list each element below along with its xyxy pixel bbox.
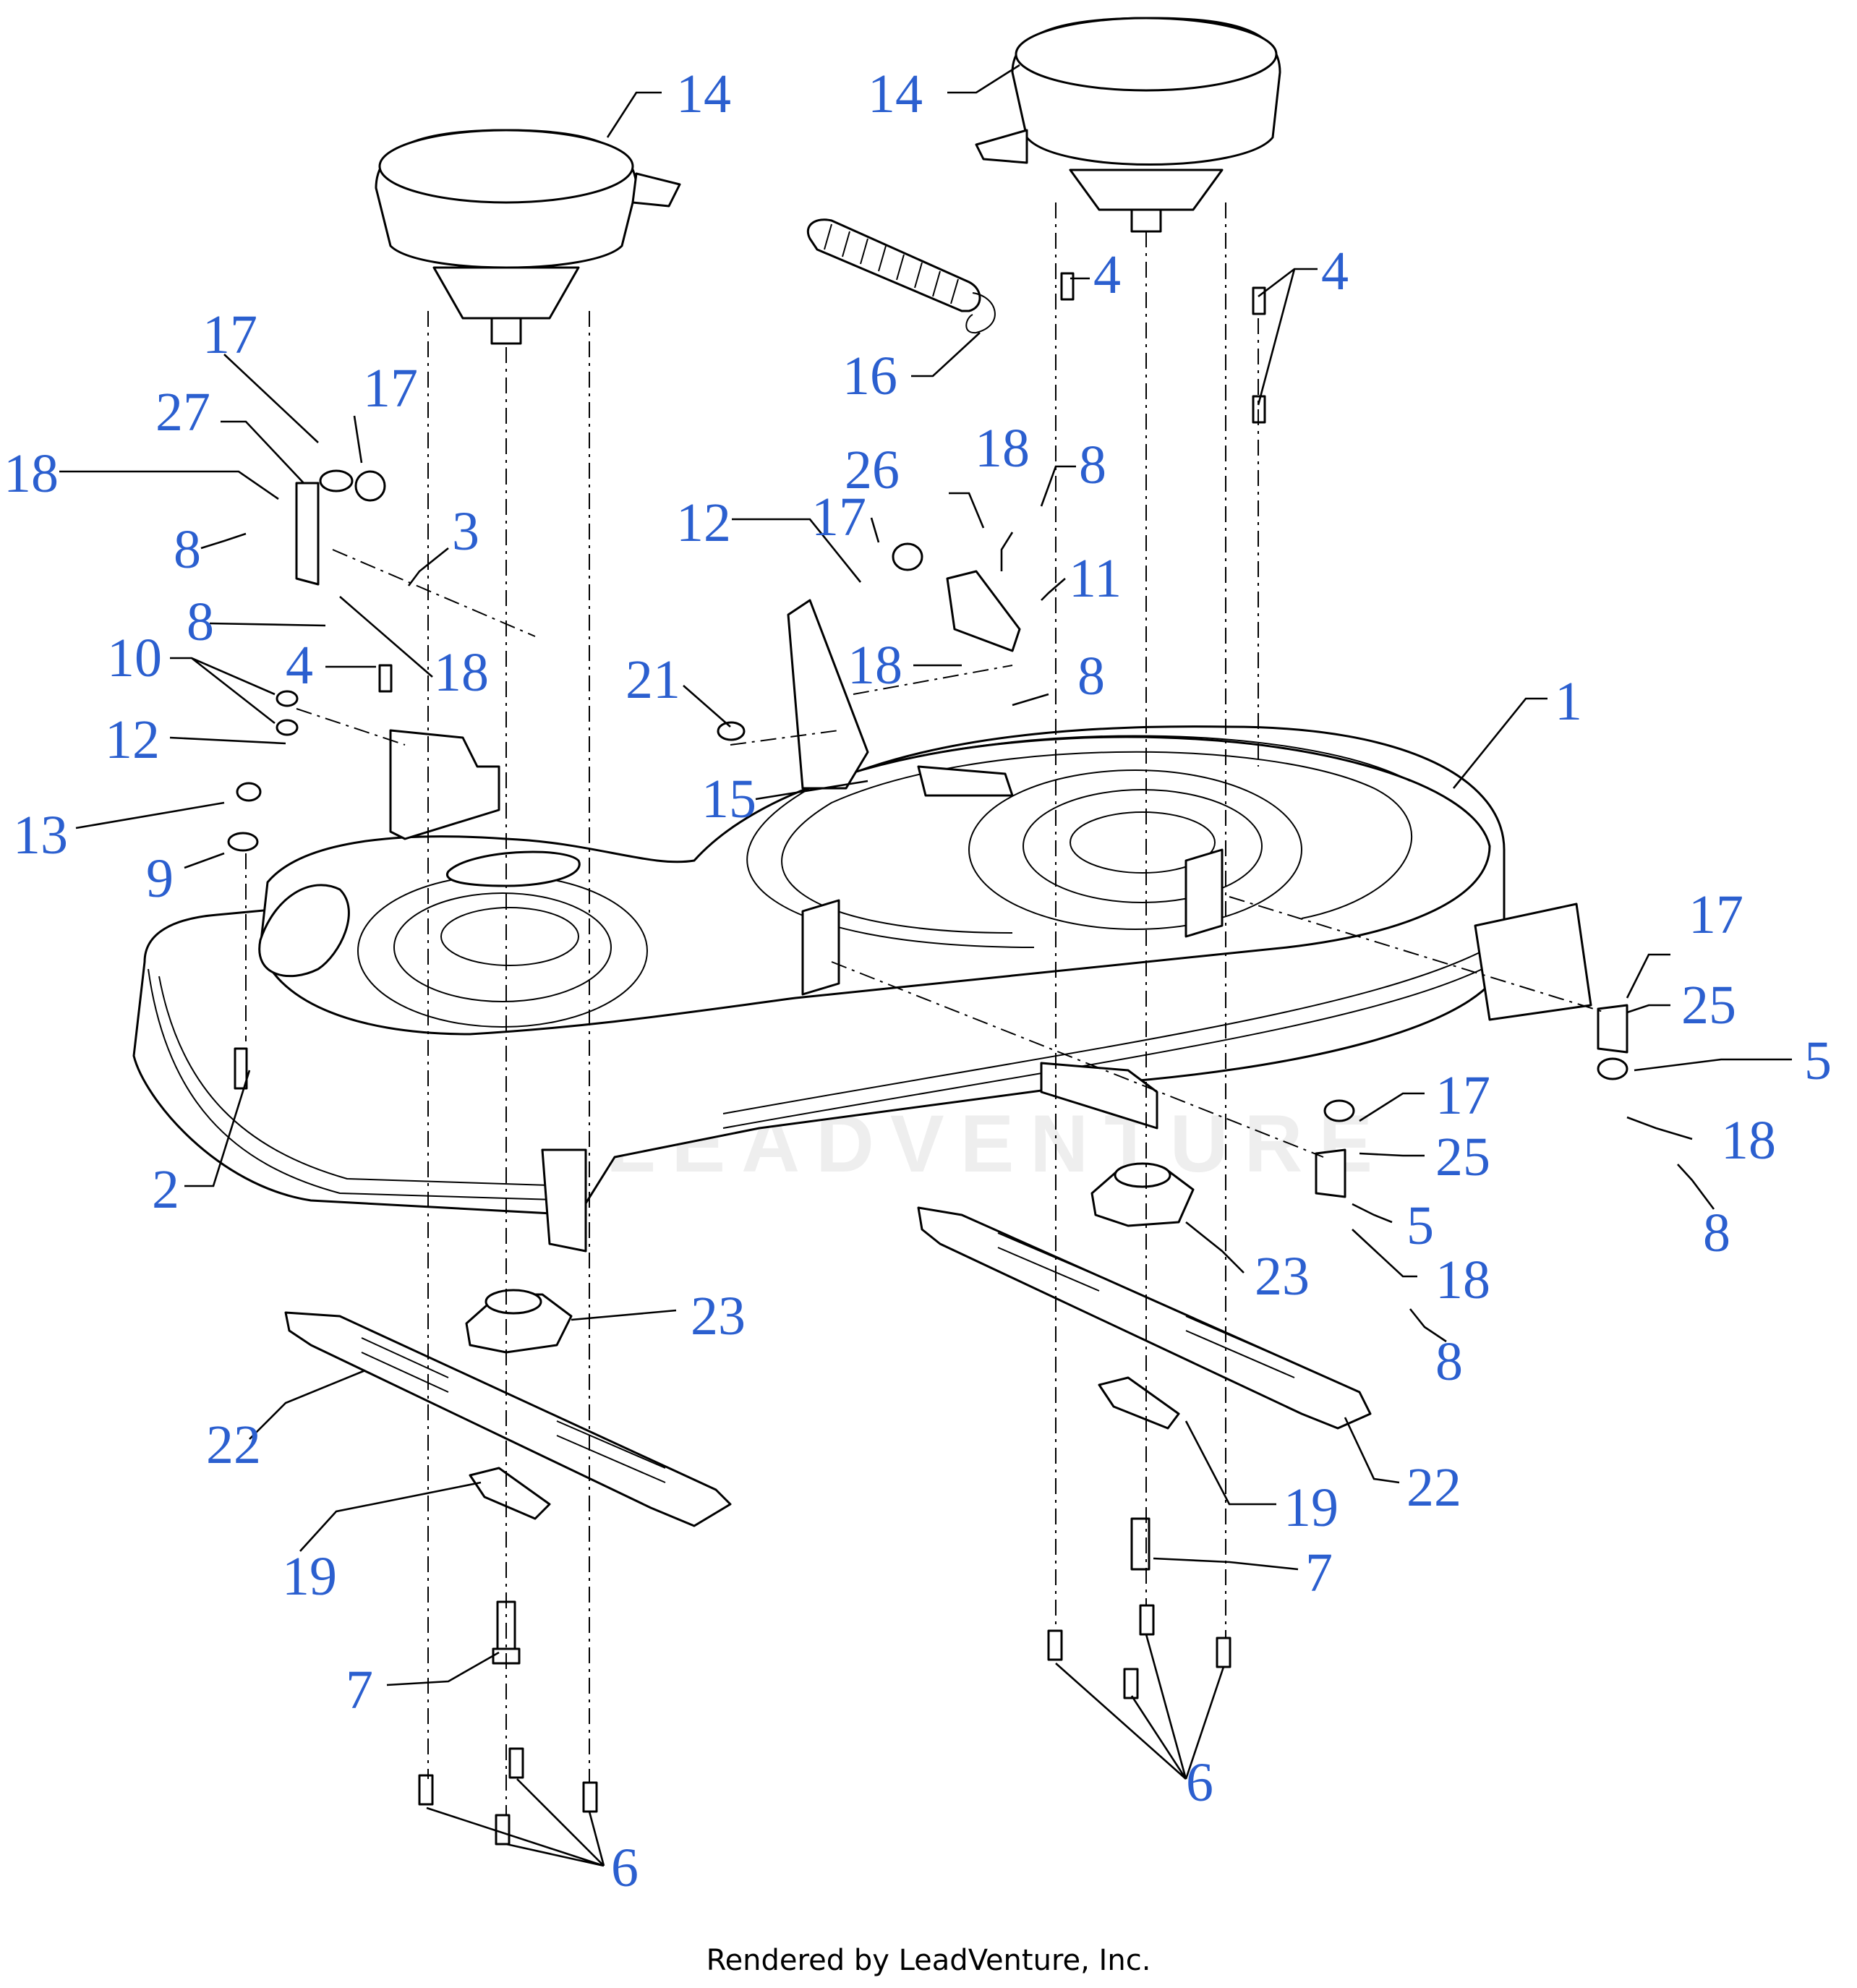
callout-25-right-a: 25 xyxy=(1681,975,1736,1036)
callout-8-center-b: 8 xyxy=(1077,646,1105,707)
idler-spring xyxy=(806,218,996,334)
callout-17-left-b: 17 xyxy=(363,358,418,419)
callout-14-right: 14 xyxy=(868,64,923,124)
callout-16: 16 xyxy=(842,346,897,406)
callout-4-left: 4 xyxy=(286,635,313,696)
callout-labels: 14 14 16 4 4 17 17 27 18 8 3 8 18 4 10 1… xyxy=(4,64,1832,1898)
callout-5-right-b: 5 xyxy=(1406,1195,1434,1256)
callout-6-right: 6 xyxy=(1186,1752,1213,1813)
callout-5-right-a: 5 xyxy=(1804,1031,1832,1091)
callout-22-right: 22 xyxy=(1406,1457,1461,1518)
callout-6-left: 6 xyxy=(611,1838,639,1898)
callout-8-center-a: 8 xyxy=(1079,435,1106,495)
callout-8-left-a: 8 xyxy=(174,519,201,580)
callout-4-right: 4 xyxy=(1321,241,1349,302)
callout-12-center: 12 xyxy=(676,492,731,553)
callout-4-center: 4 xyxy=(1093,244,1121,305)
callout-8-right-b: 8 xyxy=(1435,1331,1463,1392)
spindle-housing-right xyxy=(975,17,1281,233)
blade-adapter-right xyxy=(1090,1162,1195,1227)
callout-7-left: 7 xyxy=(346,1660,373,1720)
callout-14-left: 14 xyxy=(676,64,731,124)
callout-17-right-b: 17 xyxy=(1435,1065,1490,1126)
callout-8-right-a: 8 xyxy=(1703,1203,1730,1263)
callout-8-left-b: 8 xyxy=(187,592,214,652)
callout-15: 15 xyxy=(701,769,756,829)
callout-25-right-b: 25 xyxy=(1435,1127,1490,1187)
callout-21: 21 xyxy=(626,649,680,710)
callout-1: 1 xyxy=(1555,671,1582,732)
callout-3: 3 xyxy=(452,501,479,562)
callout-17-center: 17 xyxy=(811,487,866,547)
callout-22-left: 22 xyxy=(206,1415,261,1475)
callout-7-right: 7 xyxy=(1305,1543,1333,1603)
alignment-lines xyxy=(245,202,1606,1815)
blade-right xyxy=(917,1206,1372,1430)
spindle-housing-left xyxy=(375,129,681,345)
callout-23-right: 23 xyxy=(1255,1246,1310,1307)
callout-12-left: 12 xyxy=(105,709,160,770)
blade-adapter-left xyxy=(465,1289,573,1354)
callout-26: 26 xyxy=(845,440,900,500)
footer-credit: Rendered by LeadVenture, Inc. xyxy=(706,1944,1151,1977)
callout-18-right-b: 18 xyxy=(1435,1250,1490,1310)
callout-18-left-a: 18 xyxy=(4,443,59,504)
callout-19-left: 19 xyxy=(282,1546,337,1607)
callout-9: 9 xyxy=(146,848,174,909)
callout-17-left-a: 17 xyxy=(202,304,257,365)
callout-18-right-a: 18 xyxy=(1721,1110,1776,1171)
small-hardware xyxy=(227,272,1628,1846)
callout-13: 13 xyxy=(13,805,68,866)
callout-18-center-b: 18 xyxy=(848,635,902,696)
callout-10: 10 xyxy=(107,628,162,688)
mower-deck-housing xyxy=(132,599,1592,1253)
callout-18-center-a: 18 xyxy=(975,418,1030,479)
blade-left xyxy=(284,1311,732,1527)
callout-27: 27 xyxy=(155,382,210,443)
callout-2: 2 xyxy=(152,1159,179,1220)
blade-stiffener-right xyxy=(1098,1376,1180,1430)
callout-19-right: 19 xyxy=(1284,1477,1339,1538)
callout-18-left-b: 18 xyxy=(434,642,489,703)
callout-17-right-a: 17 xyxy=(1689,884,1743,945)
blade-stiffener-left xyxy=(469,1467,551,1520)
callout-11: 11 xyxy=(1069,548,1122,609)
callout-23-left: 23 xyxy=(691,1286,746,1347)
leader-lines xyxy=(59,64,1792,1867)
